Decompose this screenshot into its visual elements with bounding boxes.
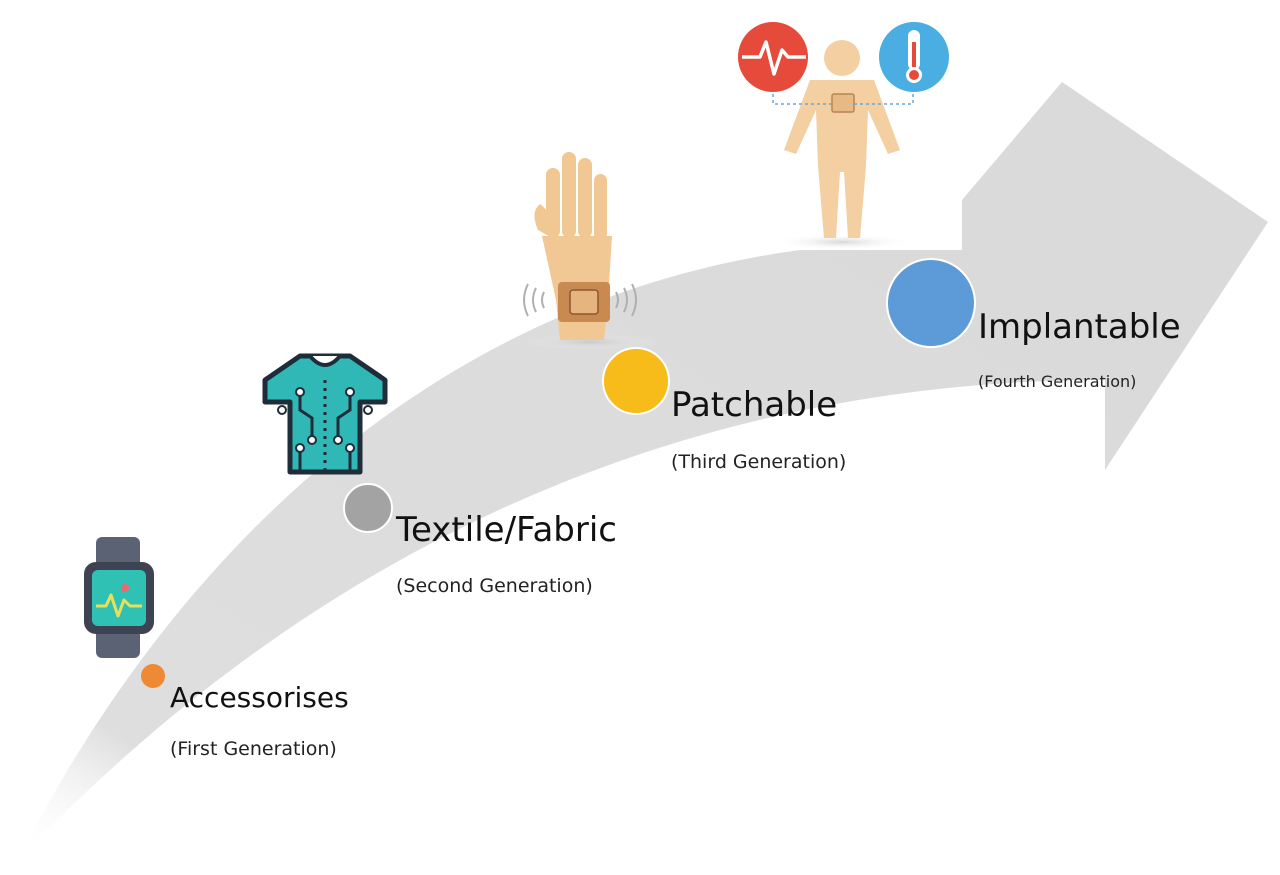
smartwatch-icon [84, 537, 154, 658]
stage-dot-first [141, 664, 165, 688]
stage-dot-third [602, 347, 670, 415]
stage-title-second: Textile/Fabric [395, 510, 617, 550]
stage-title-first: Accessorises [170, 681, 349, 714]
body-implant-icon [772, 40, 914, 250]
stage-subtitle-first: (First Generation) [170, 738, 337, 760]
stage-subtitle-third: (Third Generation) [671, 451, 846, 473]
stage-title-fourth: Implantable [978, 307, 1181, 347]
heart-rate-icon [738, 22, 808, 92]
hand-patch-icon [520, 152, 660, 350]
stage-dot-fourth [886, 258, 976, 348]
thermometer-icon [879, 22, 949, 92]
stage-subtitle-fourth: (Fourth Generation) [978, 372, 1136, 391]
stage-dot-second [343, 483, 393, 533]
smart-shirt-icon [262, 353, 388, 475]
stage-subtitle-second: (Second Generation) [396, 575, 593, 597]
stage-title-third: Patchable [671, 385, 837, 425]
